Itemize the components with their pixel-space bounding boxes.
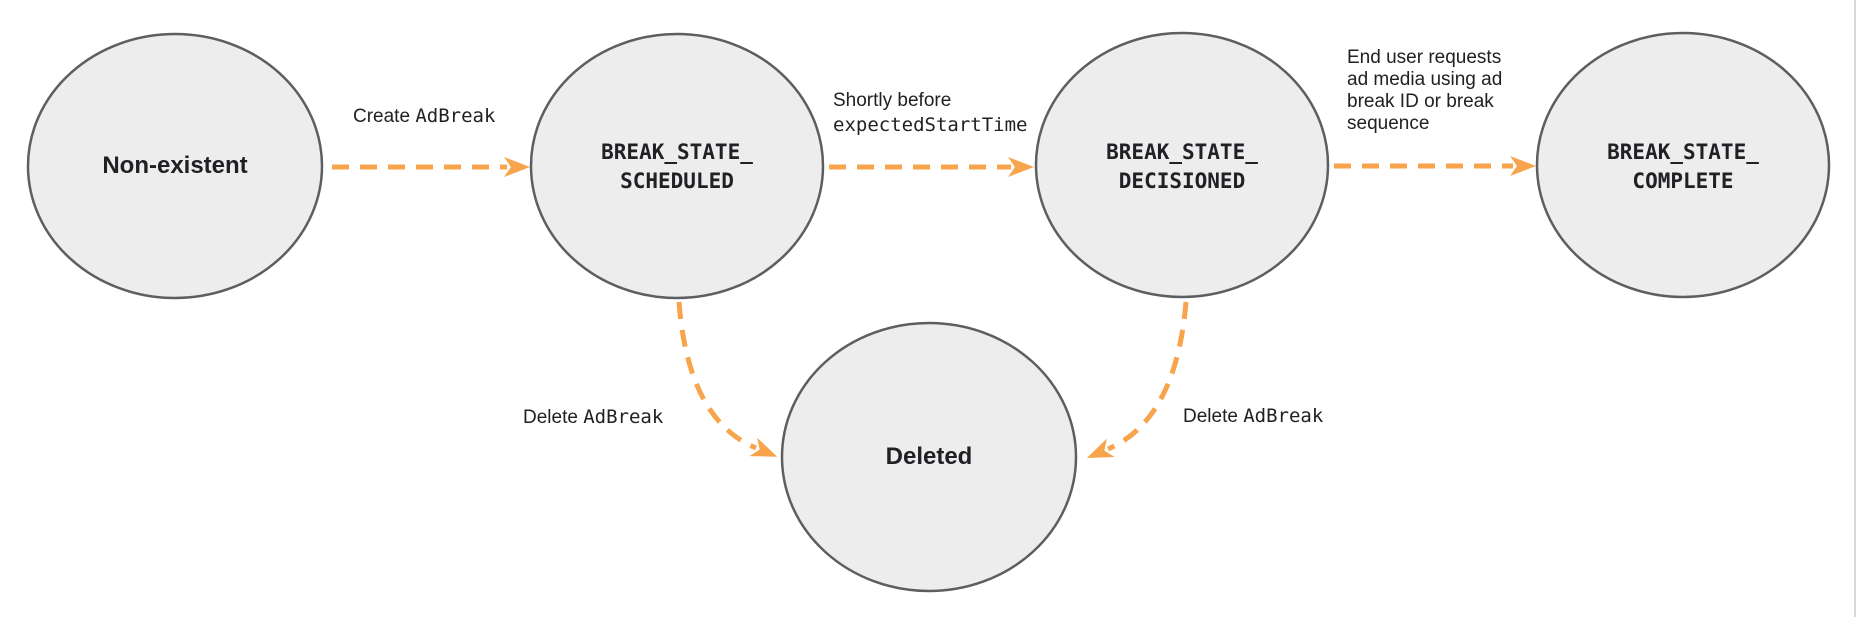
node-deleted <box>780 321 1078 593</box>
node-label-break-state-complete: BREAK_STATE_ COMPLETE <box>1607 140 1759 193</box>
edge-delete-adbreak-from-decisioned <box>1086 301 1189 459</box>
edge-label-code: AdBreak <box>583 406 664 428</box>
edge-label-code: AdBreak <box>415 105 496 127</box>
node-non-existent <box>26 32 324 300</box>
edge-label-code: AdBreak <box>1243 405 1324 427</box>
edge-label-shortly-before: Shortly before expectedStartTime <box>833 88 1027 138</box>
node-label-deleted: Deleted <box>885 443 973 470</box>
node-break-state-complete <box>1535 31 1831 299</box>
edge-delete-adbreak-from-scheduled <box>676 301 778 457</box>
edge-label-text: Delete <box>523 407 584 428</box>
edge-label-create-adbreak: Create AdBreak <box>353 104 495 129</box>
node-label-non-existent: Non-existent <box>102 152 248 179</box>
edge-label-text: Delete <box>1183 406 1244 427</box>
node-break-state-decisioned <box>1034 31 1330 299</box>
edge-label-code: expectedStartTime <box>833 114 1028 136</box>
edge-label-delete-adbreak-right: Delete AdBreak <box>1183 404 1323 429</box>
node-break-state-scheduled <box>529 32 825 300</box>
page-edge-divider <box>1854 0 1856 617</box>
node-label-break-state-scheduled: BREAK_STATE_ SCHEDULED <box>601 140 753 193</box>
edge-label-delete-adbreak-left: Delete AdBreak <box>523 405 663 430</box>
node-label-break-state-decisioned: BREAK_STATE_ DECISIONED <box>1106 140 1258 193</box>
edge-label-text: Create <box>353 106 416 127</box>
edge-label-text: Shortly before <box>833 90 952 111</box>
edge-label-end-user-requests: End user requests ad media using ad brea… <box>1347 47 1503 134</box>
